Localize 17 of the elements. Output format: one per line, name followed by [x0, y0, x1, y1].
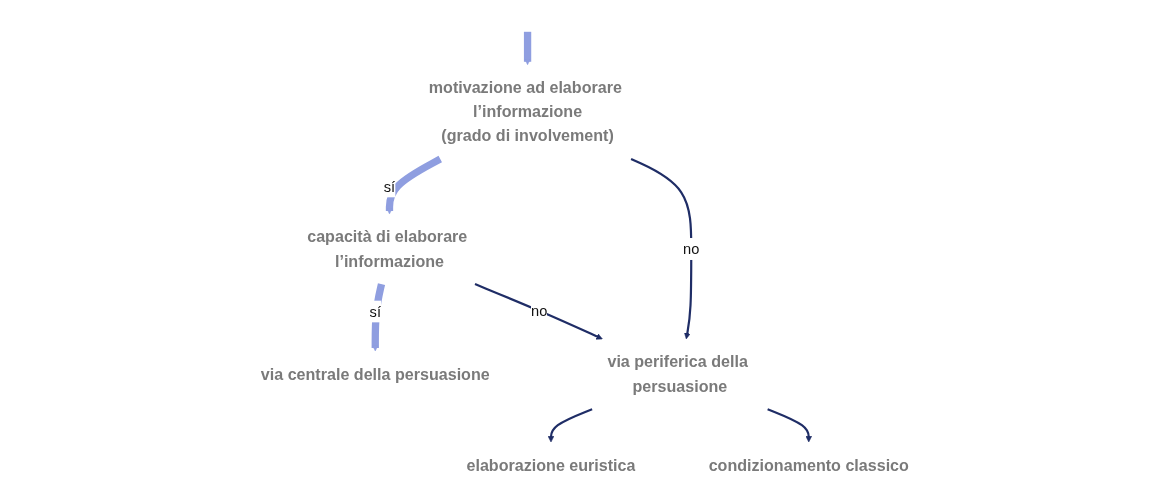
node-text: condizionamento classico [708, 455, 910, 475]
edge-label: no [683, 240, 700, 258]
node-text: via centrale della persuasione [260, 364, 490, 384]
node-text: elaborazione euristica [466, 455, 636, 475]
arrow [630, 158, 693, 340]
edge-label: no [531, 302, 548, 319]
node-text: motivazione ad elaborare l’informazione (grado di involvement) [428, 78, 623, 146]
arrow [371, 283, 386, 352]
arrow [547, 408, 593, 443]
arrow [524, 30, 532, 65]
arrow [386, 155, 443, 215]
node-text: via periferica della persuasione [607, 352, 748, 396]
edge-label: sí [369, 303, 382, 320]
edge-label: sí [383, 178, 396, 195]
arrow [767, 408, 813, 443]
node-text: capacità di elaborare l’informazione [307, 227, 468, 271]
arrow [474, 283, 603, 340]
